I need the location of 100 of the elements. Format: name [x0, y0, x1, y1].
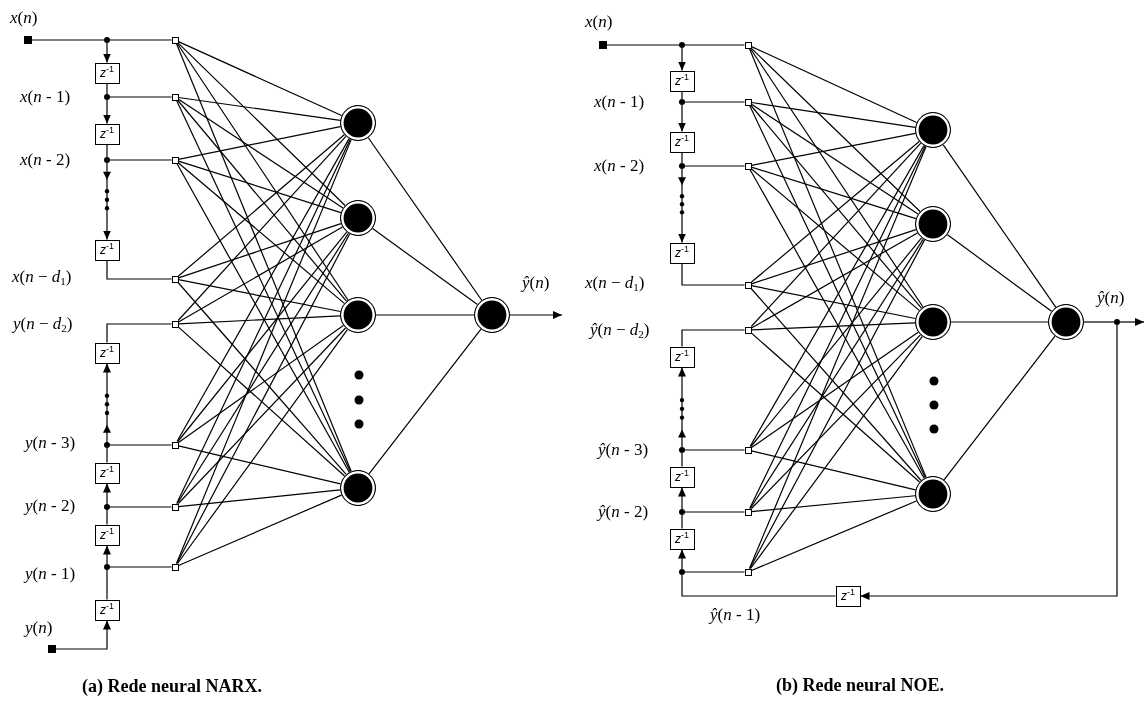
connection-line [750, 142, 922, 328]
signal-label: ŷ(n - 1) [710, 605, 761, 625]
signal-line [106, 82, 108, 95]
connection-line [177, 489, 341, 508]
signal-line [681, 329, 746, 348]
input-node [171, 36, 179, 44]
signal-line [106, 143, 108, 158]
connection-line [750, 331, 919, 449]
signal-line [681, 574, 837, 597]
connection-line [177, 99, 348, 302]
arrow [103, 544, 111, 565]
connection-line [177, 445, 342, 485]
connection-line [177, 160, 342, 214]
junction-dot [104, 37, 110, 43]
signal-line [684, 44, 746, 46]
arrow [678, 104, 686, 133]
connection-line [371, 227, 479, 306]
junction-dot [104, 564, 110, 570]
connection-line [946, 234, 1053, 312]
signal-line [106, 447, 108, 464]
connection-line [950, 321, 1049, 323]
connection-line [750, 287, 922, 482]
delay-box: z$^{-1}$ [669, 346, 695, 368]
connection-line [177, 324, 344, 444]
arrow [103, 42, 111, 64]
arrow [509, 311, 563, 319]
connection-line [749, 168, 925, 479]
input-node [171, 93, 179, 101]
signal-label: x(n - 1) [594, 92, 645, 112]
connection-line [177, 327, 347, 505]
arrow [859, 324, 1118, 600]
connection-line [176, 138, 351, 505]
caption: (b) Rede neural NOE. [776, 675, 944, 695]
input-terminal [599, 41, 607, 49]
connection-line [750, 103, 919, 215]
signal-label: ŷ(n) [522, 273, 550, 293]
input-node [744, 508, 752, 516]
connection-line [750, 101, 916, 128]
connection-line [368, 328, 482, 475]
delay-box: z$^{-1}$ [835, 585, 861, 607]
output-neuron [474, 297, 510, 333]
input-node [744, 281, 752, 289]
connection-line [375, 314, 475, 316]
connection-line [177, 42, 346, 207]
connection-line [177, 96, 341, 122]
signal-label: y(n - 1) [25, 564, 76, 584]
junction-dot [104, 504, 110, 510]
delay-box: z$^{-1}$ [669, 466, 695, 488]
connection-line [750, 47, 921, 213]
connection-line [749, 239, 926, 570]
connection-line [177, 315, 341, 325]
signal-label: ŷ(n - 2) [598, 502, 649, 522]
input-node [744, 446, 752, 454]
connection-line [750, 495, 916, 513]
connection-line [177, 98, 344, 209]
signal-label: x(n - 2) [20, 150, 71, 170]
delay-box: z$^{-1}$ [669, 242, 695, 264]
connection-line [750, 322, 916, 331]
connection-line [750, 285, 916, 320]
connection-line [750, 334, 922, 510]
signal-label: x(n) [585, 12, 613, 32]
connection-line [750, 166, 917, 220]
junction-dot [679, 163, 685, 169]
connection-line [176, 42, 349, 301]
signal-label: y(n − d$_{2}$) [13, 314, 73, 334]
junction-dot [104, 94, 110, 100]
output-neuron [1048, 304, 1084, 340]
delay-box: z$^{-1}$ [669, 70, 695, 92]
input-node [744, 98, 752, 106]
junction-dot [679, 99, 685, 105]
delay-box: z$^{-1}$ [94, 462, 120, 484]
signal-line [1083, 321, 1115, 323]
arrow [678, 548, 686, 570]
delay-box: z$^{-1}$ [669, 528, 695, 550]
signal-line [31, 39, 105, 41]
input-node [744, 326, 752, 334]
signal-line [106, 259, 173, 280]
connection-line [177, 125, 341, 160]
arrow [103, 482, 111, 505]
connection-line [177, 223, 342, 279]
connection-line [943, 335, 1056, 481]
signal-line [109, 39, 173, 41]
connection-line [749, 47, 924, 308]
signal-line [684, 571, 746, 573]
signal-label: ŷ(n) [1097, 288, 1125, 308]
signal-line [684, 449, 746, 451]
connection-line [177, 135, 347, 322]
arrow [678, 47, 686, 72]
signal-label: y(n) [25, 618, 53, 638]
signal-line [684, 101, 746, 103]
input-terminal [48, 645, 56, 653]
input-node [744, 41, 752, 49]
arrow [678, 366, 686, 448]
connection-line [176, 233, 351, 565]
neuron [915, 112, 951, 148]
neuron [340, 200, 376, 236]
signal-label: x(n - 1) [20, 87, 71, 107]
signal-line [106, 569, 108, 601]
input-node [171, 503, 179, 511]
connection-line [749, 238, 924, 510]
